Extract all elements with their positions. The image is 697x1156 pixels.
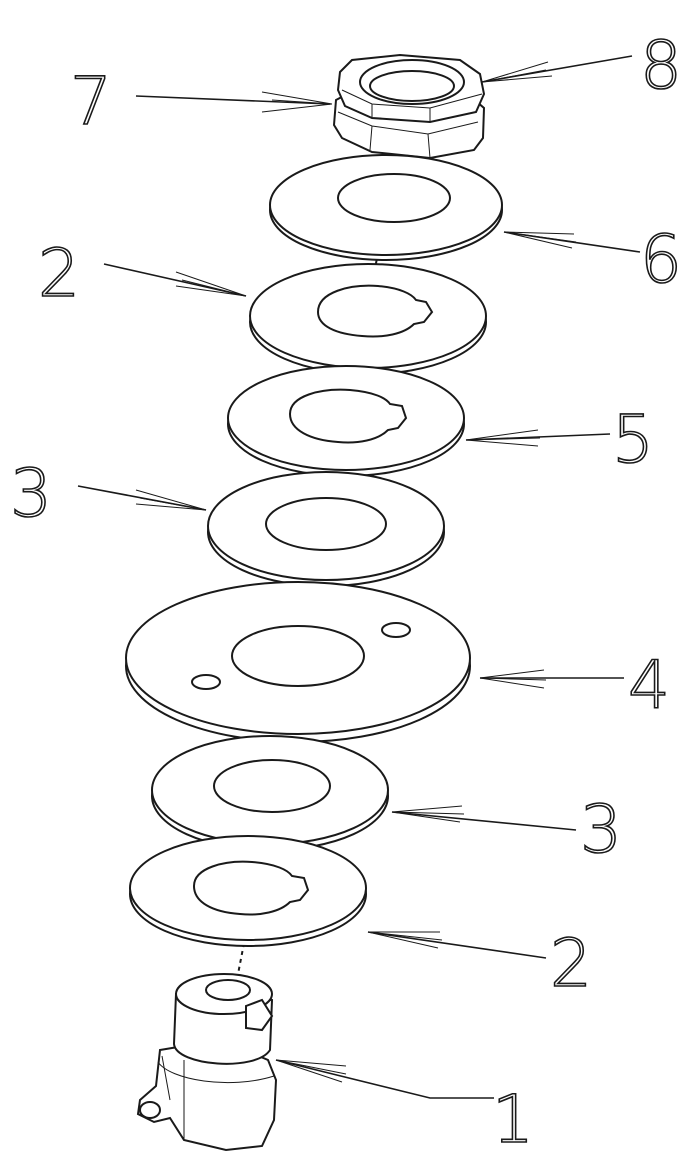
mounting-plate-4 bbox=[125, 581, 471, 743]
base-key-tab bbox=[245, 998, 274, 1032]
leader-8 bbox=[481, 55, 633, 83]
keyed-washer-lower-bore bbox=[192, 860, 310, 916]
washer-3-upper-bore bbox=[265, 497, 387, 551]
keyed-washer-5 bbox=[227, 365, 465, 477]
leader-3-lower bbox=[391, 805, 577, 831]
callout-6: 6 bbox=[640, 221, 682, 298]
threaded-base-1 bbox=[136, 973, 278, 1152]
nut-bore-inner bbox=[369, 70, 455, 102]
washer-6 bbox=[269, 154, 503, 261]
base-slot bbox=[139, 1101, 161, 1119]
leader-2-upper bbox=[103, 263, 247, 297]
callout-2-upper: 2 bbox=[38, 235, 80, 312]
keyed-washer-5-bore bbox=[288, 388, 408, 444]
washer-3-lower bbox=[151, 735, 389, 851]
callout-5: 5 bbox=[612, 401, 654, 478]
washer-3-upper bbox=[207, 471, 445, 587]
leader-2-lower bbox=[367, 931, 547, 959]
callout-3-lower: 3 bbox=[580, 791, 622, 868]
leader-7 bbox=[135, 91, 333, 113]
leader-6 bbox=[503, 231, 641, 253]
leader-4 bbox=[479, 669, 624, 689]
plate-center-bore bbox=[231, 625, 365, 687]
callout-1: 1 bbox=[492, 1081, 534, 1156]
keyed-washer-lower bbox=[129, 835, 367, 947]
callout-4: 4 bbox=[628, 647, 670, 724]
leader-1 bbox=[275, 1059, 494, 1099]
keyed-washer-upper-bore bbox=[316, 284, 434, 338]
hex-nut-assembly bbox=[332, 53, 486, 160]
leader-3-upper bbox=[77, 485, 207, 511]
keyed-washer-upper bbox=[249, 263, 487, 375]
callout-3-upper: 3 bbox=[10, 455, 52, 532]
base-shaft-bore bbox=[205, 979, 251, 1001]
callout-8: 8 bbox=[640, 27, 682, 104]
leader-5 bbox=[465, 429, 611, 447]
plate-mount-hole-right bbox=[381, 622, 411, 638]
callout-2-lower: 2 bbox=[550, 925, 592, 1002]
callout-7: 7 bbox=[70, 63, 112, 140]
plate-mount-hole-left bbox=[191, 674, 221, 690]
washer-6-bore bbox=[337, 173, 451, 223]
washer-3-lower-bore bbox=[213, 759, 331, 813]
